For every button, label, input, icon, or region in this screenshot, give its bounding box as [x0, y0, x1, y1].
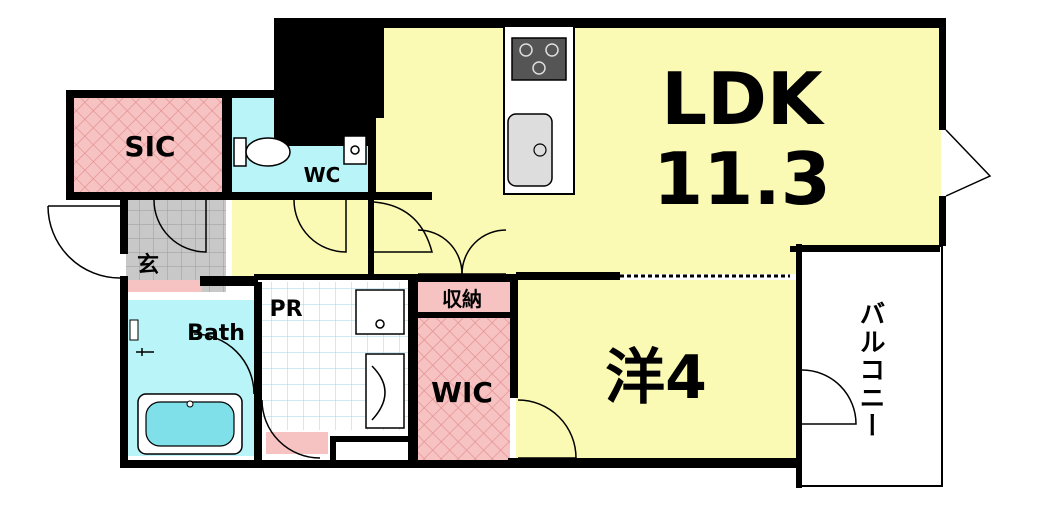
pr-step	[266, 432, 328, 454]
wic-label: WIC	[431, 376, 493, 409]
western-room-label: 洋4	[605, 343, 707, 413]
entrance-step	[126, 280, 202, 292]
sink-icon	[507, 113, 553, 187]
entrance-label: 玄	[137, 252, 159, 278]
ldk-size-label: 11.3	[653, 137, 831, 221]
balcony-label: バルコニー	[855, 300, 885, 440]
doors	[47, 129, 992, 459]
balcony-fill	[799, 245, 943, 487]
wash-basin-icon	[365, 353, 405, 429]
western-room-fill	[516, 280, 798, 460]
kitchen-counter	[503, 25, 575, 195]
bathtub-icon	[129, 319, 243, 455]
pr-label: PR	[269, 297, 302, 322]
storage-fill	[416, 282, 510, 314]
sic-label: SIC	[124, 130, 175, 163]
storage-label: 収納	[442, 287, 482, 311]
toilet-icon	[233, 135, 367, 167]
ldk-fill	[376, 26, 941, 274]
stove-icon	[511, 37, 567, 81]
wic-fill	[416, 316, 510, 460]
sic-fill	[74, 96, 222, 192]
washer-pan-icon	[355, 289, 405, 335]
walls	[66, 18, 946, 488]
wc-label: WC	[304, 163, 341, 187]
hall-fill	[232, 196, 376, 276]
ldk-label: LDK	[661, 57, 825, 141]
bath-label: Bath	[187, 321, 245, 346]
